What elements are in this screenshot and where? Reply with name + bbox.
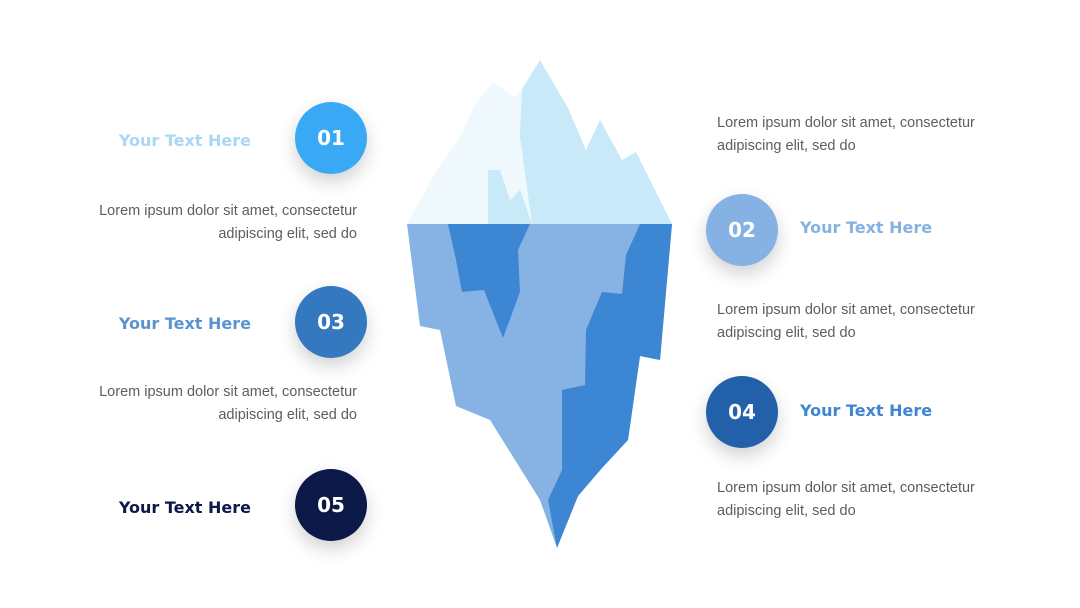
step-5-title: Your Text Here bbox=[118, 498, 251, 517]
step-1-body-line-2: adipiscing elit, sed do bbox=[218, 226, 357, 242]
step-5-number: 05 bbox=[317, 493, 345, 517]
step-3-badge: 03 bbox=[295, 286, 367, 358]
step-3-body-line-2: adipiscing elit, sed do bbox=[218, 407, 357, 423]
step-4-body-lower-line-1: Lorem ipsum dolor sit amet, consectetur bbox=[717, 480, 975, 496]
iceberg-underwater-dark-right bbox=[548, 224, 672, 548]
step-2-badge: 02 bbox=[706, 194, 778, 266]
step-5-badge: 05 bbox=[295, 469, 367, 541]
iceberg-tip-shade bbox=[488, 60, 672, 224]
step-2-body-line-1: Lorem ipsum dolor sit amet, consectetur bbox=[717, 115, 975, 131]
step-4-body-lower: Lorem ipsum dolor sit amet, consectetur … bbox=[717, 477, 1017, 523]
step-4-badge: 04 bbox=[706, 376, 778, 448]
step-3-body-line-1: Lorem ipsum dolor sit amet, consectetur bbox=[99, 384, 357, 400]
step-4-number: 04 bbox=[728, 400, 756, 424]
step-2-title: Your Text Here bbox=[800, 218, 933, 237]
step-4-body-upper: Lorem ipsum dolor sit amet, consectetur … bbox=[717, 299, 1017, 345]
step-1-body: Lorem ipsum dolor sit amet, consectetur … bbox=[57, 200, 357, 246]
step-4-title: Your Text Here bbox=[800, 401, 933, 420]
step-3-body: Lorem ipsum dolor sit amet, consectetur … bbox=[57, 381, 357, 427]
step-3-number: 03 bbox=[317, 310, 345, 334]
step-4-body-upper-line-2: adipiscing elit, sed do bbox=[717, 325, 856, 341]
step-1-title: Your Text Here bbox=[118, 131, 251, 150]
step-2-body-line-2: adipiscing elit, sed do bbox=[717, 138, 856, 154]
step-4-body-lower-line-2: adipiscing elit, sed do bbox=[717, 503, 856, 519]
step-1-number: 01 bbox=[317, 126, 345, 150]
step-4-body-upper-line-1: Lorem ipsum dolor sit amet, consectetur bbox=[717, 302, 975, 318]
step-1-body-line-1: Lorem ipsum dolor sit amet, consectetur bbox=[99, 203, 357, 219]
step-1-badge: 01 bbox=[295, 102, 367, 174]
iceberg-underwater-dark-left bbox=[448, 224, 530, 338]
step-2-body: Lorem ipsum dolor sit amet, consectetur … bbox=[717, 112, 1017, 158]
step-3-title: Your Text Here bbox=[118, 314, 251, 333]
step-2-number: 02 bbox=[728, 218, 756, 242]
